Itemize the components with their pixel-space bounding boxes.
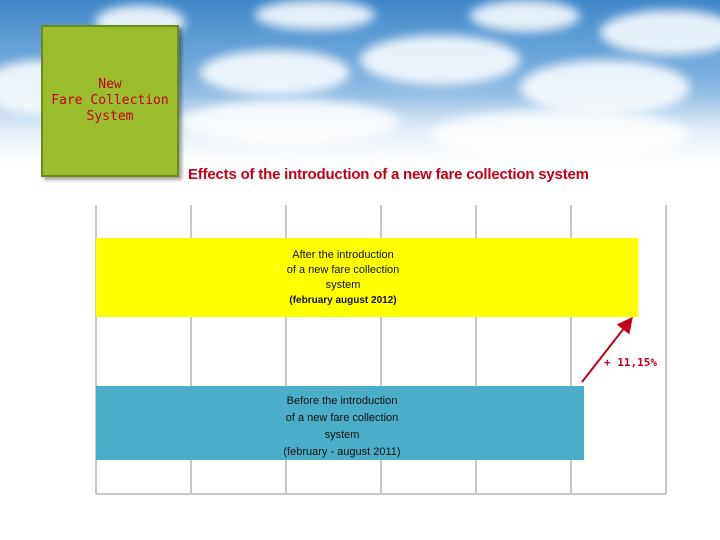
bar-label: of a new fare collection xyxy=(286,412,399,424)
logo-line: System xyxy=(86,109,134,124)
bar-label: system xyxy=(325,429,360,441)
increase-arrow xyxy=(581,316,633,383)
bar-after xyxy=(96,238,639,317)
bar-label: (february - august 2011) xyxy=(283,446,400,458)
logo-line: New xyxy=(98,77,122,92)
bar-before xyxy=(96,386,584,460)
bar-label: system xyxy=(326,279,361,291)
increase-label: + 11,15% xyxy=(604,356,657,369)
bar-label: After the introduction xyxy=(292,249,394,261)
logo-box: New Fare Collection System xyxy=(41,25,179,177)
logo-line: Fare Collection xyxy=(51,93,169,108)
logo-text: New Fare Collection System xyxy=(51,77,168,125)
bar-label: (february august 2012) xyxy=(289,295,396,306)
bar-label: of a new fare collection xyxy=(287,264,400,276)
chart-title: Effects of the introduction of a new far… xyxy=(188,166,589,183)
bar-label: Before the introduction xyxy=(287,395,398,407)
